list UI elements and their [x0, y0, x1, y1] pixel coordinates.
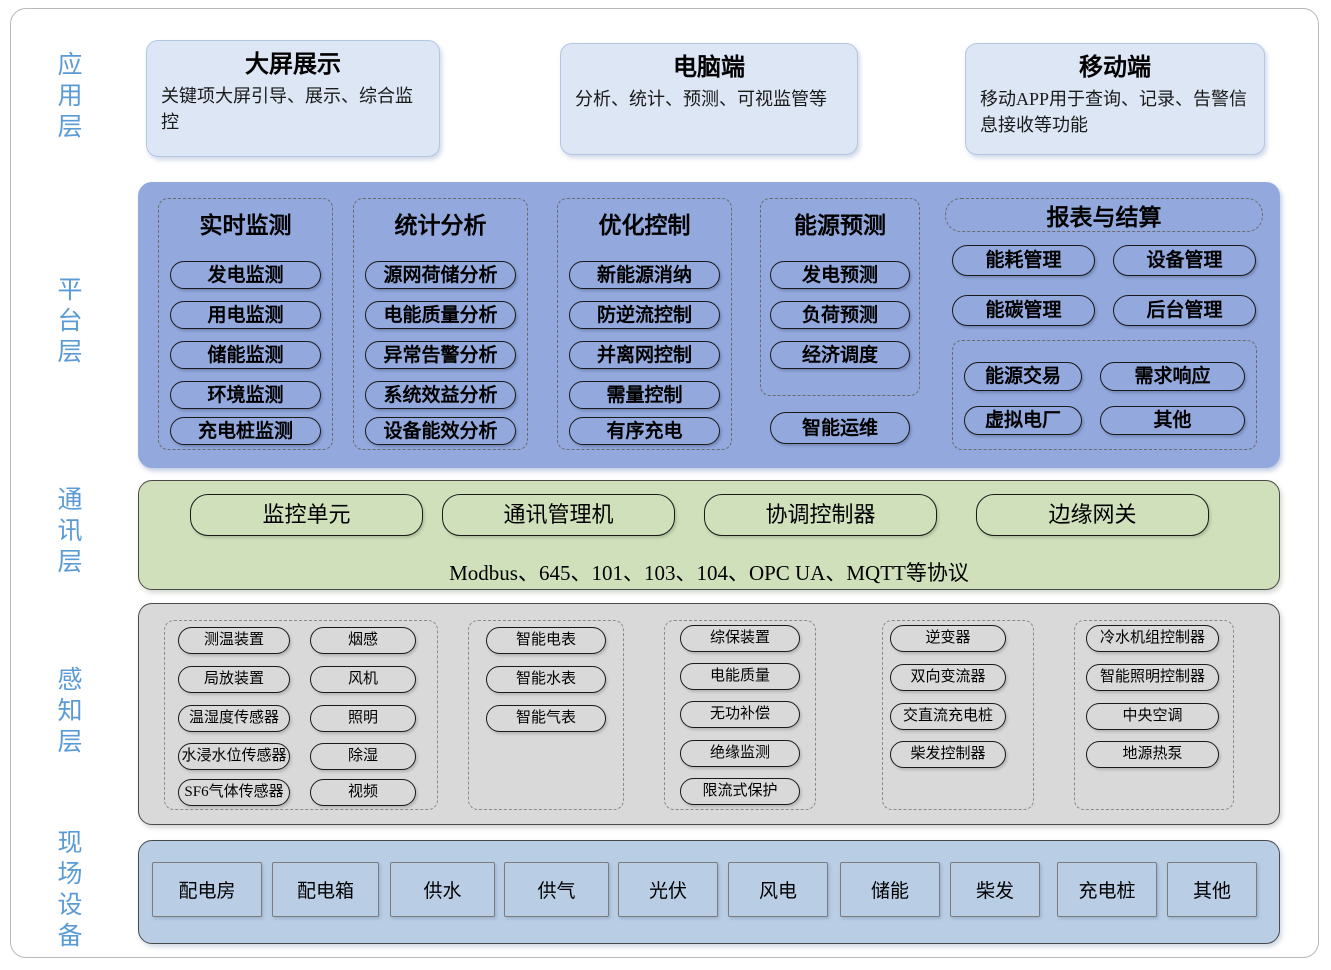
perception-item[interactable]: 温湿度传感器: [178, 705, 290, 732]
platform-item[interactable]: 虚拟电厂: [964, 406, 1082, 435]
platform-item[interactable]: 设备能效分析: [365, 417, 516, 445]
app-card-title: 移动端: [1079, 55, 1151, 81]
platform-item[interactable]: 异常告警分析: [365, 341, 516, 369]
platform-item[interactable]: 能碳管理: [952, 295, 1095, 326]
perception-item[interactable]: 无功补偿: [680, 701, 800, 728]
perception-item[interactable]: 综保装置: [680, 625, 800, 652]
field-device[interactable]: 光伏: [618, 862, 718, 917]
app-card-desc: 关键项大屏引导、展示、综合监控: [161, 86, 413, 132]
platform-group-title: 优化控制: [598, 213, 691, 238]
perception-item[interactable]: 智能气表: [486, 705, 606, 732]
perception-item[interactable]: 视频: [310, 779, 416, 806]
platform-item[interactable]: 系统效益分析: [365, 381, 516, 409]
perception-group-protection: [664, 620, 816, 810]
perception-group-converters: [882, 620, 1034, 810]
app-card-desc: 分析、统计、预测、可视监管等: [575, 89, 827, 109]
field-device[interactable]: 储能: [840, 862, 940, 917]
platform-item[interactable]: 储能监测: [170, 341, 321, 369]
communication-unit[interactable]: 监控单元: [190, 494, 423, 536]
perception-item[interactable]: 中央空调: [1086, 703, 1219, 730]
perception-item[interactable]: 除湿: [310, 743, 416, 770]
platform-group-title-report: 报表与结算: [945, 198, 1263, 232]
platform-group-realtime-monitoring: [158, 198, 333, 450]
platform-item[interactable]: 电能质量分析: [365, 301, 516, 329]
perception-item[interactable]: 电能质量: [680, 663, 800, 690]
platform-item[interactable]: 需量控制: [569, 381, 720, 409]
platform-group-title: 能源预测: [794, 213, 886, 238]
platform-item-smart-ops[interactable]: 智能运维: [770, 412, 910, 444]
perception-item[interactable]: 风机: [310, 666, 416, 693]
platform-group-title: 实时监测: [199, 213, 292, 238]
perception-item[interactable]: 逆变器: [890, 625, 1006, 652]
communication-unit[interactable]: 通讯管理机: [442, 494, 675, 536]
platform-item[interactable]: 能耗管理: [952, 245, 1095, 276]
platform-item[interactable]: 环境监测: [170, 381, 321, 409]
layer-label-field: 现 场 设 备: [57, 830, 83, 950]
platform-subgroup-energy-market: [952, 340, 1257, 450]
platform-item[interactable]: 用电监测: [170, 301, 321, 329]
perception-item[interactable]: 绝缘监测: [680, 740, 800, 767]
app-card-title: 电脑端: [673, 55, 745, 81]
platform-item[interactable]: 发电预测: [770, 261, 910, 289]
perception-item[interactable]: 冷水机组控制器: [1086, 625, 1219, 652]
layer-label-perception: 感 知 层: [57, 667, 83, 756]
perception-item[interactable]: 局放装置: [178, 666, 290, 693]
perception-item[interactable]: 交直流充电桩: [890, 703, 1006, 730]
platform-item[interactable]: 有序充电: [569, 417, 720, 445]
platform-group-optimal-control: [557, 198, 732, 450]
communication-unit[interactable]: 协调控制器: [704, 494, 937, 536]
perception-item[interactable]: 照明: [310, 705, 416, 732]
field-device[interactable]: 柴发: [950, 862, 1040, 917]
perception-item[interactable]: 智能水表: [486, 666, 606, 693]
platform-item[interactable]: 新能源消纳: [569, 261, 720, 289]
perception-item[interactable]: 地源热泵: [1086, 741, 1219, 768]
platform-group-statistical-analysis: [353, 198, 528, 450]
perception-item[interactable]: 限流式保护: [680, 778, 800, 805]
field-device[interactable]: 配电房: [152, 862, 262, 917]
perception-group-meters: [468, 620, 624, 810]
perception-item[interactable]: 双向变流器: [890, 664, 1006, 691]
platform-item[interactable]: 其他: [1100, 406, 1245, 435]
perception-item[interactable]: 智能电表: [486, 627, 606, 654]
perception-item[interactable]: 智能照明控制器: [1086, 664, 1219, 691]
field-device[interactable]: 风电: [728, 862, 828, 917]
field-device[interactable]: 其他: [1167, 862, 1257, 917]
platform-item[interactable]: 并离网控制: [569, 341, 720, 369]
perception-group-environment: [164, 620, 438, 810]
perception-group-hvac: [1074, 620, 1234, 810]
platform-item[interactable]: 经济调度: [770, 341, 910, 369]
communication-protocols-text: Modbus、645、101、103、104、OPC UA、MQTT等协议: [449, 561, 969, 585]
perception-item[interactable]: 烟感: [310, 627, 416, 654]
perception-item[interactable]: 柴发控制器: [890, 741, 1006, 768]
field-device[interactable]: 充电桩: [1057, 862, 1157, 917]
platform-item[interactable]: 后台管理: [1113, 295, 1256, 326]
platform-item[interactable]: 防逆流控制: [569, 301, 720, 329]
platform-item[interactable]: 发电监测: [170, 261, 321, 289]
app-card-large-screen[interactable]: 大屏展示 关键项大屏引导、展示、综合监控: [146, 40, 440, 157]
field-device[interactable]: 供气: [504, 862, 609, 917]
layer-label-communication: 通 讯 层: [57, 487, 83, 576]
platform-item[interactable]: 充电桩监测: [170, 417, 321, 445]
perception-item[interactable]: SF6气体传感器: [178, 779, 290, 806]
field-device[interactable]: 配电箱: [272, 862, 379, 917]
platform-item[interactable]: 负荷预测: [770, 301, 910, 329]
platform-group-energy-forecast: [760, 198, 920, 396]
layer-label-application: 应 用 层: [57, 52, 83, 141]
field-device[interactable]: 供水: [390, 862, 495, 917]
platform-item[interactable]: 能源交易: [964, 362, 1082, 391]
app-card-desc: 移动APP用于查询、记录、告警信息接收等功能: [980, 89, 1248, 135]
platform-item[interactable]: 源网荷储分析: [365, 261, 516, 289]
layer-label-platform: 平 台 层: [57, 277, 83, 366]
app-card-desktop[interactable]: 电脑端 分析、统计、预测、可视监管等: [560, 43, 858, 155]
app-card-title: 大屏展示: [245, 52, 341, 78]
app-card-mobile[interactable]: 移动端 移动APP用于查询、记录、告警信息接收等功能: [965, 43, 1265, 155]
perception-item[interactable]: 水浸水位传感器: [178, 743, 290, 770]
communication-unit[interactable]: 边缘网关: [976, 494, 1209, 536]
perception-item[interactable]: 测温装置: [178, 627, 290, 654]
platform-item[interactable]: 设备管理: [1113, 245, 1256, 276]
platform-item[interactable]: 需求响应: [1100, 362, 1245, 391]
platform-group-title: 统计分析: [394, 213, 487, 238]
